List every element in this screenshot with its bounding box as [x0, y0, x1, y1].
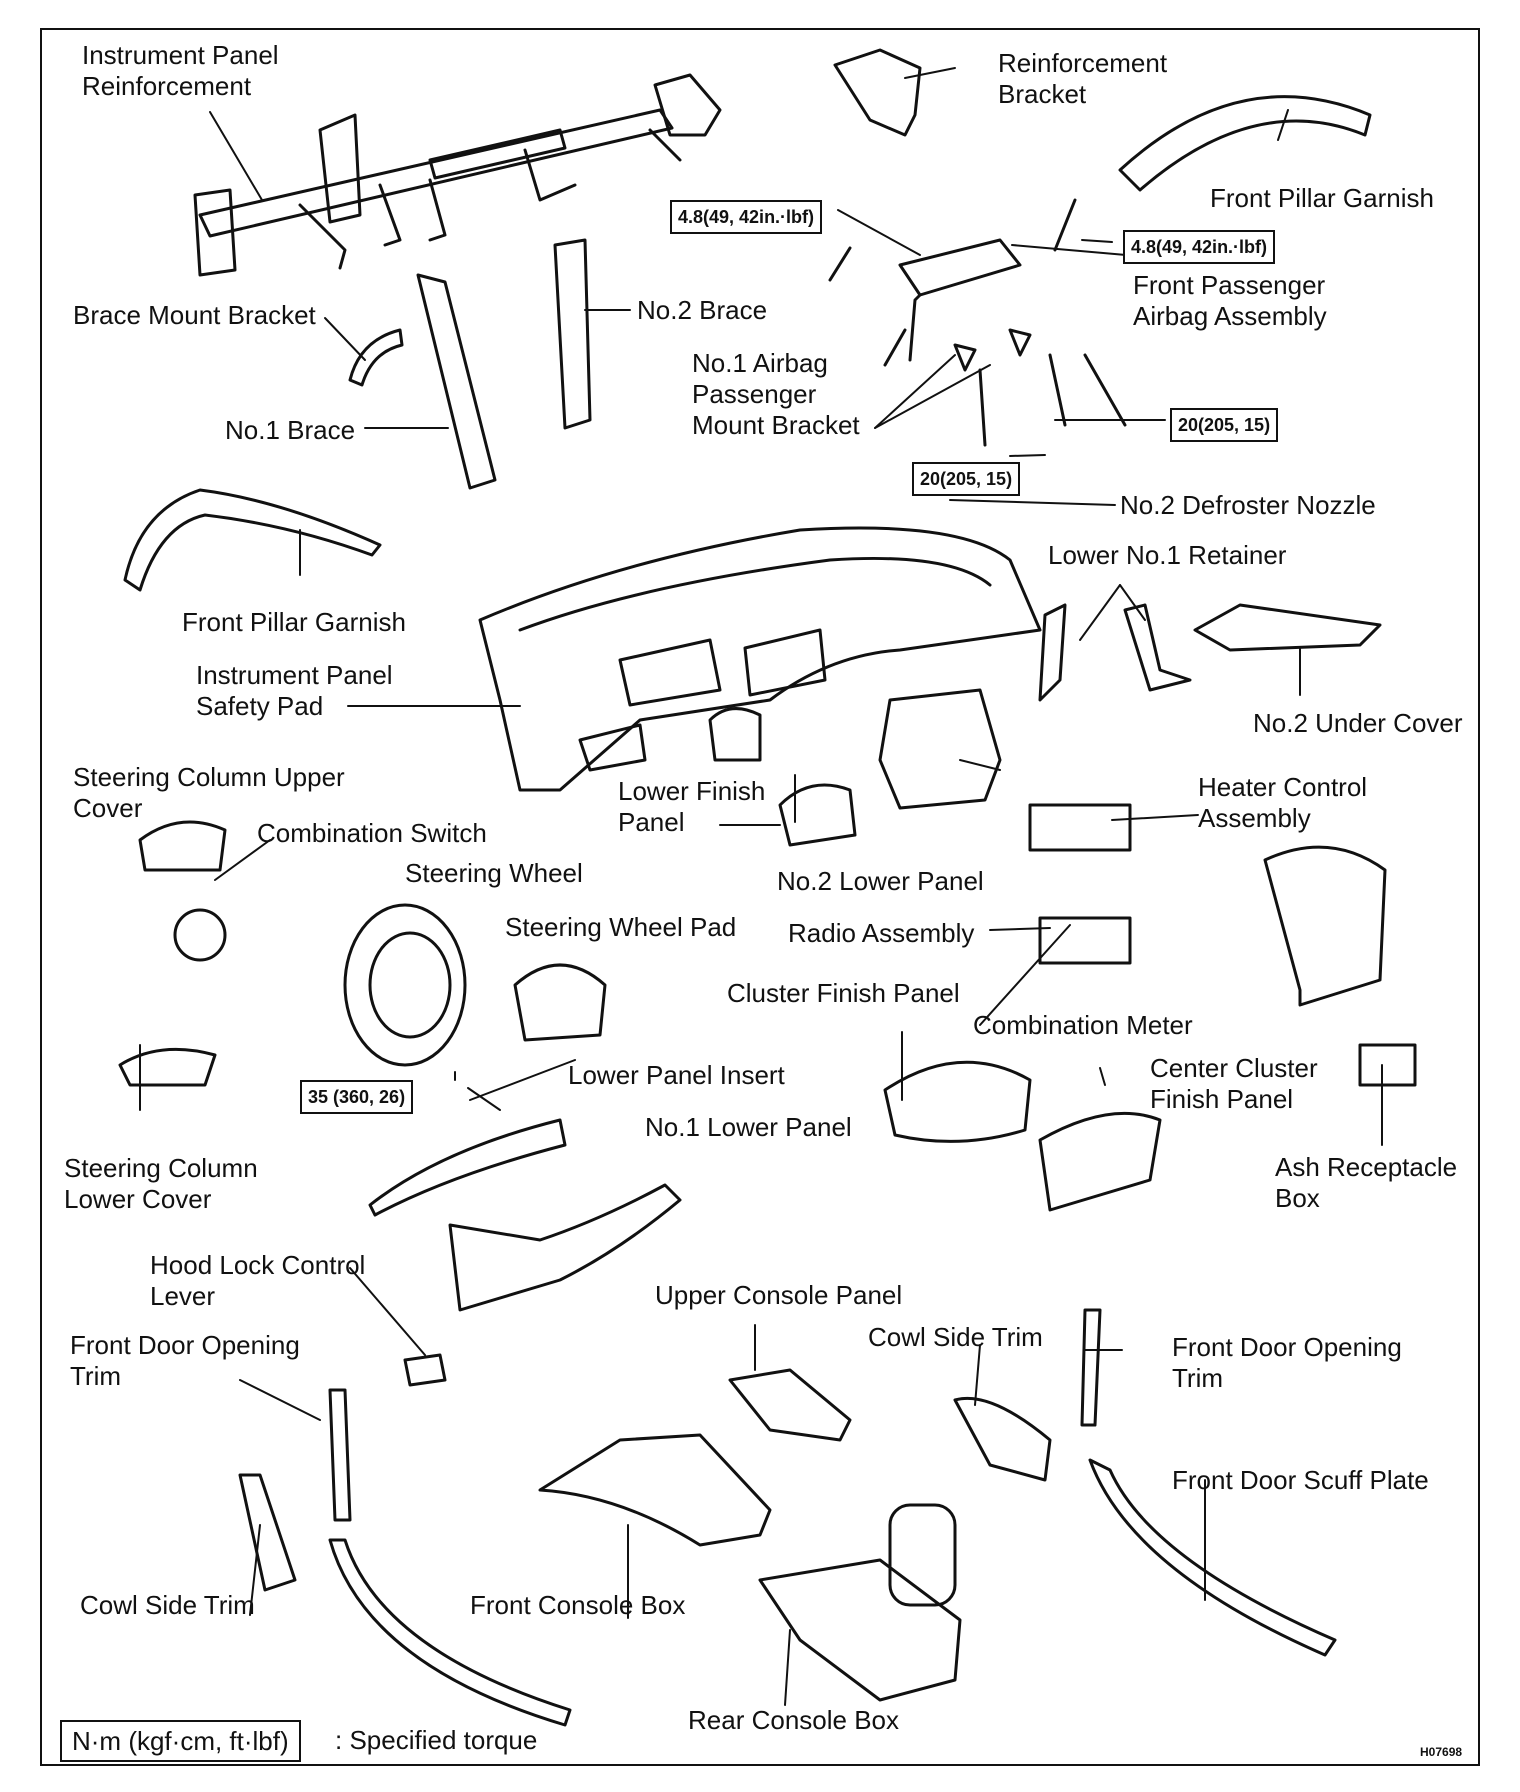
label-cowl-side-trim-left: Cowl Side Trim: [80, 1590, 255, 1620]
label-reinforcement-bracket: Reinforcement Bracket: [998, 48, 1168, 109]
label-steering-column-upper-cover: Steering Column Upper Cover: [73, 762, 345, 823]
cowl-trim-right-shape: [953, 1396, 1052, 1482]
combination-meter-shape: [1038, 1111, 1162, 1212]
no2-brace-shape: [553, 238, 592, 430]
steering-wheel-shape: [343, 903, 467, 1067]
torque-box-airbag-left: 4.8(49, 42in.·lbf): [670, 200, 823, 234]
torque-box-bracket-bottom: 20(205, 15): [912, 462, 1021, 496]
brace-mount-bracket-shape: [348, 328, 404, 387]
label-lower-no1-retainer: Lower No.1 Retainer: [1048, 540, 1287, 570]
label-steering-wheel-pad: Steering Wheel Pad: [505, 912, 737, 942]
label-front-pillar-garnish-upper: Front Pillar Garnish: [1210, 183, 1434, 213]
lower-retainer-shape: [1038, 603, 1192, 702]
legend-description: : Specified torque: [335, 1725, 538, 1755]
label-steering-wheel: Steering Wheel: [405, 858, 583, 888]
center-cluster-panel-shape: [1263, 845, 1387, 1007]
steering-wheel-inner-shape: [368, 931, 452, 1039]
label-no1-airbag-passenger-mount-bracket: No.1 Airbag Passenger Mount Bracket: [692, 348, 860, 440]
label-front-passenger-airbag: Front Passenger Airbag Assembly: [1133, 270, 1327, 331]
figure-code: H07698: [1420, 1745, 1463, 1759]
no1-brace-shape: [416, 273, 497, 490]
label-no2-lower-panel: No.2 Lower Panel: [777, 866, 984, 896]
label-no2-defroster-nozzle: No.2 Defroster Nozzle: [1120, 490, 1376, 520]
label-cluster-finish-panel: Cluster Finish Panel: [727, 978, 960, 1008]
label-combination-meter: Combination Meter: [973, 1010, 1193, 1040]
label-instrument-panel-reinforcement: Instrument Panel Reinforcement: [82, 40, 279, 101]
rear-console-shape: [758, 1558, 962, 1702]
scuff-plate-left-shape: [328, 1538, 572, 1727]
label-ash-receptacle-box: Ash Receptacle Box: [1275, 1152, 1458, 1213]
label-no1-brace: No.1 Brace: [225, 415, 356, 445]
front-door-trim-right-shape: [1080, 1308, 1102, 1427]
lower-panel-insert-shape: [368, 1118, 567, 1217]
legend-torque-unit-box: N·m (kgf·cm, ft·lbf): [60, 1720, 301, 1762]
diagram-border: [40, 28, 1480, 1766]
front-console-shape: [538, 1433, 772, 1547]
cowl-trim-left-shape: [238, 1473, 297, 1592]
label-brace-mount-bracket: Brace Mount Bracket: [73, 300, 316, 330]
label-instrument-panel-safety-pad: Instrument Panel Safety Pad: [196, 660, 393, 721]
scuff-plate-right-shape: [1088, 1458, 1337, 1657]
label-front-door-scuff-plate: Front Door Scuff Plate: [1172, 1465, 1429, 1495]
leader-lines: [139, 67, 1383, 1706]
safety-pad-shape: [478, 526, 1042, 792]
lower-finish-panel-shape: [778, 783, 857, 847]
label-lower-panel-insert: Lower Panel Insert: [568, 1060, 785, 1090]
radio-assembly-shape: [1038, 916, 1132, 965]
front-pillar-garnish-upper-shape: [1118, 95, 1372, 192]
label-front-door-opening-trim-left: Front Door Opening Trim: [70, 1330, 300, 1391]
heater-control-shape: [1028, 803, 1132, 852]
label-combination-switch: Combination Switch: [257, 818, 487, 848]
label-steering-column-lower-cover: Steering Column Lower Cover: [64, 1153, 258, 1214]
label-no2-brace: No.2 Brace: [637, 295, 768, 325]
torque-box-bracket-side: 20(205, 15): [1170, 408, 1279, 442]
torque-box-steering-wheel: 35 (360, 26): [300, 1080, 414, 1114]
label-no1-lower-panel: No.1 Lower Panel: [645, 1112, 852, 1142]
label-front-pillar-garnish-left: Front Pillar Garnish: [182, 607, 406, 637]
no2-lower-panel-shape: [878, 688, 1002, 810]
no2-under-cover-shape: [1193, 603, 1382, 652]
wheel-pad-shape: [513, 963, 607, 1042]
lower-cover-shape: [118, 1047, 217, 1087]
airbag-assembly-shape: [828, 198, 1127, 447]
reinforcement-bracket-shape: [833, 48, 922, 137]
label-no2-under-cover: No.2 Under Cover: [1253, 708, 1463, 738]
label-cowl-side-trim-right: Cowl Side Trim: [868, 1322, 1043, 1352]
cluster-finish-panel-shape: [883, 1060, 1032, 1143]
label-front-console-box: Front Console Box: [470, 1590, 686, 1620]
label-hood-lock-control-lever: Hood Lock Control Lever: [150, 1250, 366, 1311]
reinforcement-beam-shape: [193, 73, 722, 277]
front-door-trim-left-shape: [328, 1388, 352, 1522]
label-heater-control-assembly: Heater Control Assembly: [1198, 772, 1368, 833]
label-front-door-opening-trim-right: Front Door Opening Trim: [1172, 1332, 1402, 1393]
label-lower-finish-panel: Lower Finish Panel: [618, 776, 766, 837]
upper-console-shape: [728, 1368, 852, 1442]
armrest-shape: [888, 1503, 957, 1607]
ash-box-shape: [1358, 1043, 1417, 1087]
hood-lock-shape: [403, 1353, 447, 1387]
label-radio-assembly: Radio Assembly: [788, 918, 975, 948]
upper-cover-shape: [138, 820, 227, 872]
torque-box-airbag-right: 4.8(49, 42in.·lbf): [1123, 230, 1276, 264]
label-upper-console-panel: Upper Console Panel: [655, 1280, 903, 1310]
combination-switch-shape: [173, 908, 227, 962]
no1-lower-panel-shape: [448, 1183, 682, 1312]
label-center-cluster-finish-panel: Center Cluster Finish Panel: [1150, 1053, 1318, 1114]
front-pillar-garnish-left-shape: [123, 488, 382, 592]
label-rear-console-box: Rear Console Box: [688, 1705, 899, 1735]
